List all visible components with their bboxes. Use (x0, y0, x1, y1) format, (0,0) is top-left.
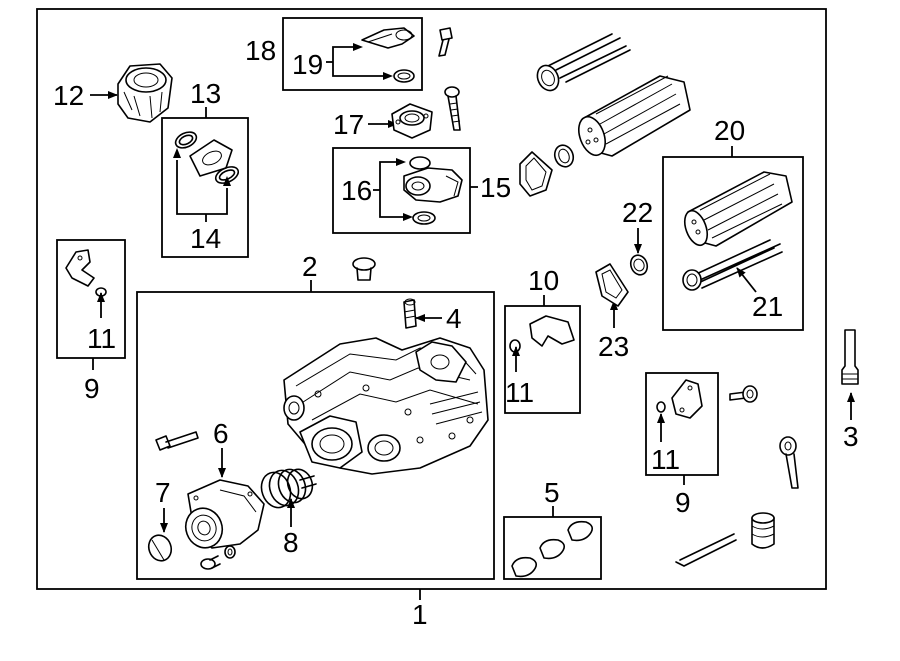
callout-10: 10 (528, 265, 559, 296)
bolt-right-drawing (729, 385, 758, 403)
callout-4: 4 (446, 303, 462, 334)
box-10 (504, 305, 581, 414)
callout-14: 14 (190, 223, 221, 254)
gasket-23-drawing (595, 263, 629, 307)
intercooler-top-drawing (578, 75, 691, 157)
oring-22-inner-drawing (633, 258, 645, 272)
sensor-9-right-drawing (656, 379, 703, 419)
callout-8: 8 (283, 527, 299, 558)
callout-5: 5 (544, 477, 560, 508)
callout-7: 7 (155, 477, 171, 508)
fitting-4-drawing (403, 298, 417, 329)
gasket-mid-drawing (519, 144, 575, 197)
callout-22: 22 (622, 197, 653, 228)
callout-19: 19 (292, 49, 323, 80)
box-15 (332, 147, 471, 234)
callout-9-right: 9 (675, 487, 691, 518)
box-13 (161, 117, 249, 258)
sensor-10-drawing (509, 315, 575, 353)
bolt-top-drawing (438, 27, 453, 57)
callout-20: 20 (714, 115, 745, 146)
oring-22-drawing (629, 254, 649, 276)
callout-11-right: 11 (651, 444, 680, 475)
elbow-19-drawing (361, 27, 415, 83)
callout-13: 13 (190, 78, 221, 109)
callout-15: 15 (480, 172, 511, 203)
arrow-21 (736, 267, 757, 293)
coupler-8-drawing (260, 468, 317, 509)
bracket-19 (332, 46, 385, 77)
plug-drawing (352, 257, 376, 281)
housing-6-drawing (184, 479, 265, 549)
callout-18: 18 (245, 35, 276, 66)
throttle-body-15-drawing (403, 156, 463, 225)
sensor-9-left-drawing (65, 249, 107, 297)
callout-2: 2 (302, 251, 318, 282)
bracket-14 (176, 160, 228, 215)
intercooler-20-drawing (682, 171, 793, 291)
bracket-16 (379, 161, 405, 218)
callout-21: 21 (752, 291, 783, 322)
box-9-left (56, 239, 126, 359)
callout-3: 3 (843, 421, 859, 452)
stud-3-drawing (841, 329, 859, 385)
long-bolt-drawing (444, 86, 461, 131)
rod-pair-top-drawing (536, 33, 631, 92)
callout-9-left: 9 (84, 373, 100, 404)
callout-11-mid: 11 (505, 377, 534, 408)
gaskets-5-drawing (511, 520, 594, 578)
callout-23: 23 (598, 331, 629, 362)
cap-7-drawing (147, 534, 173, 562)
callout-16: 16 (341, 175, 372, 206)
bolt-box2-drawing (155, 431, 199, 451)
box-2 (136, 291, 495, 580)
assembly-frame (36, 8, 827, 590)
throttle-seals-13-drawing (174, 131, 240, 184)
flange-17-drawing (391, 103, 433, 139)
box-18 (282, 17, 423, 91)
cap-12-drawing (117, 63, 173, 123)
box-20 (662, 156, 804, 331)
callout-12: 12 (53, 80, 84, 111)
eye-bolt-drawing (779, 436, 799, 489)
callout-11-left: 11 (87, 323, 116, 354)
box-9-right (645, 372, 719, 476)
callout-17: 17 (333, 109, 364, 140)
small-bolt-washer-drawing (200, 545, 236, 570)
supercharger-2-drawing (283, 337, 489, 475)
callout-6: 6 (213, 418, 229, 449)
callout-1: 1 (412, 599, 428, 630)
filter-cylinder-drawing (675, 512, 775, 567)
